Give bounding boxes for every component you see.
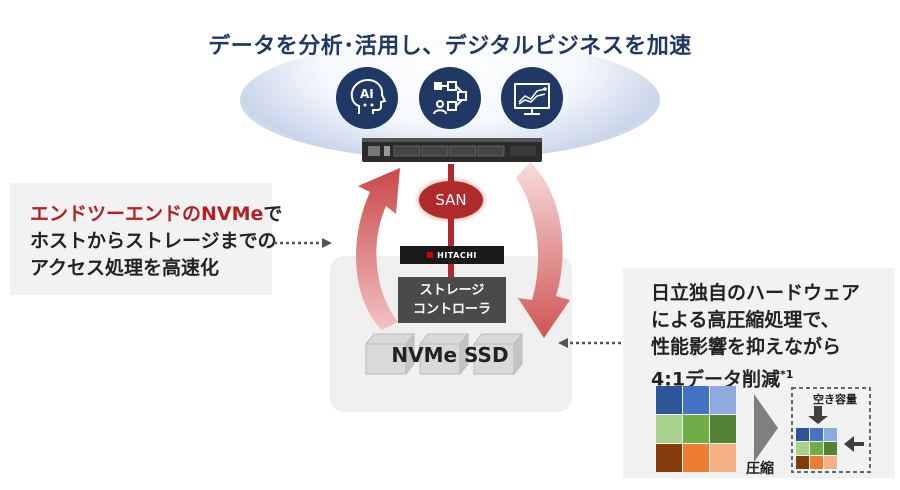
san-link-line [448, 164, 454, 284]
hitachi-storage-unit: HITACHI [400, 246, 504, 264]
data-block [683, 386, 709, 414]
data-reduction-label: 4:1データ削減 [651, 368, 781, 391]
left-arrow-icon [844, 436, 864, 452]
free-space-label: 空き容量 [813, 393, 857, 406]
download-arrow [516, 162, 570, 338]
free-space-box [791, 387, 871, 473]
left-callout-line1-rest: で [263, 203, 283, 225]
right-callout-line2: による高圧縮処理で、 [651, 309, 840, 331]
compressed-block [796, 456, 809, 469]
compressed-block [824, 428, 837, 441]
left-callout-line2: ホストからストレージまでの [30, 230, 277, 252]
uncompressed-data-grid [656, 386, 736, 472]
compress-arrow-icon [754, 394, 778, 462]
data-block [710, 415, 736, 443]
compressed-block [824, 442, 837, 455]
down-arrow-icon [808, 406, 828, 424]
data-flow-arrows [356, 162, 570, 338]
data-block [683, 415, 709, 443]
page-title: データを分析･活用し、デジタルビジネスを加速 [208, 34, 692, 59]
hitachi-label: HITACHI [437, 250, 477, 260]
left-callout: エンドツーエンドのNVMeで ホストからストレージまでの アクセス処理を高速化 [10, 183, 282, 295]
data-block [683, 444, 709, 472]
compression-diagram [656, 386, 871, 473]
compressed-block [810, 428, 823, 441]
storage-controller-box: ストレージ コントローラ [398, 277, 506, 323]
compress-label: 圧縮 [746, 461, 774, 477]
storage-controller-line1: ストレージ [419, 283, 485, 298]
compressed-block [796, 428, 809, 441]
server-rack-icon [362, 138, 542, 162]
workflow-icon [419, 67, 481, 129]
left-connector-arrow [274, 238, 332, 248]
ai-head-icon: AI [336, 67, 398, 129]
left-callout-line3: アクセス処理を高速化 [30, 257, 220, 279]
right-connector-arrow [558, 338, 622, 348]
analytics-chart-icon [501, 67, 563, 129]
data-block [656, 415, 682, 443]
compressed-block [810, 456, 823, 469]
footnote-marker: *1 [780, 368, 794, 381]
right-callout-line3: 性能影響を抑えながら [651, 336, 842, 358]
left-callout-line1: エンドツーエンドのNVMeで [30, 201, 282, 228]
upload-arrow [356, 168, 400, 330]
nvme-highlight: エンドツーエンドのNVMe [30, 203, 264, 225]
data-block [710, 386, 736, 414]
right-callout-line1: 日立独自のハードウェア [651, 282, 861, 304]
right-callout-line4: 4:1データ削減*1 [651, 361, 895, 393]
data-block [656, 444, 682, 472]
data-block [710, 444, 736, 472]
nvme-ssd-label: NVMe SSD [391, 343, 509, 367]
data-block [656, 386, 682, 414]
ssd-drives [364, 332, 524, 376]
storage-controller-line2: コントローラ [412, 302, 491, 317]
compressed-block [810, 442, 823, 455]
compressed-data-grid [796, 428, 837, 469]
compressed-block [796, 442, 809, 455]
san-badge: SAN [419, 181, 483, 219]
compressed-block [824, 456, 837, 469]
svg-text:AI: AI [360, 87, 374, 101]
